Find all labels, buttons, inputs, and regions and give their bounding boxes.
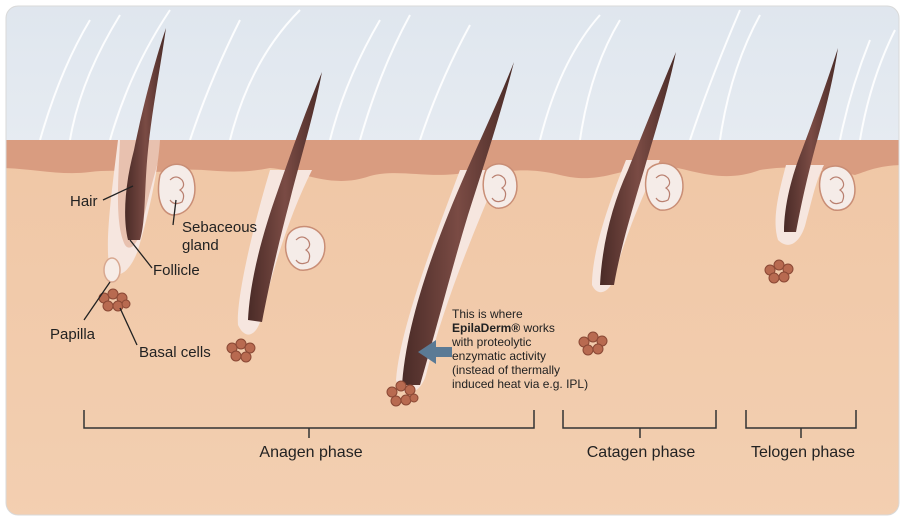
annotation-line-2-rest: works bbox=[520, 321, 555, 335]
annotation-line-2: EpilaDerm® works bbox=[452, 321, 555, 335]
sebaceous-gland bbox=[159, 164, 195, 215]
brand-name: EpilaDerm® bbox=[452, 321, 520, 335]
label-basal-cells: Basal cells bbox=[139, 344, 211, 361]
label-gland: gland bbox=[182, 237, 219, 254]
annotation-line-4: enzymatic activity bbox=[452, 349, 546, 363]
label-papilla: Papilla bbox=[50, 326, 96, 343]
label-telogen-phase: Telogen phase bbox=[751, 444, 855, 461]
label-hair: Hair bbox=[70, 193, 98, 210]
annotation-line-3: with proteolytic bbox=[451, 335, 531, 349]
label-sebaceous: Sebaceous bbox=[182, 219, 257, 236]
label-anagen-phase: Anagen phase bbox=[259, 444, 362, 461]
annotation-line-5: (instead of thermally bbox=[452, 363, 560, 377]
sebaceous-gland bbox=[646, 163, 683, 210]
annotation-line-6: induced heat via e.g. IPL) bbox=[452, 377, 588, 391]
papilla bbox=[104, 258, 120, 282]
label-catagen-phase: Catagen phase bbox=[587, 444, 696, 461]
annotation-line-1: This is where bbox=[452, 307, 523, 321]
label-follicle: Follicle bbox=[153, 262, 200, 279]
